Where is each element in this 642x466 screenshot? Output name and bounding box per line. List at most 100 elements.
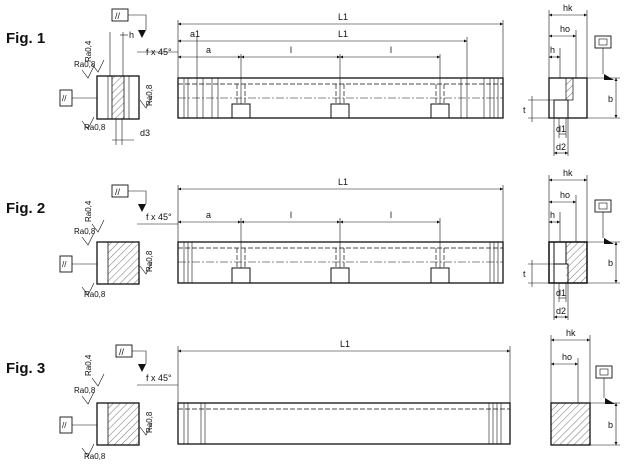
counterbore — [330, 103, 350, 119]
leader-line — [128, 14, 147, 30]
parallelism-symbol-side: // — [62, 94, 67, 103]
dim-t-label: t — [523, 105, 526, 115]
roughness-right-label: Ra0,8 — [145, 84, 154, 106]
dim-hk-label: hk — [566, 328, 576, 338]
bar-outline — [177, 402, 511, 445]
mounting-hole — [430, 84, 450, 119]
counterbore — [553, 263, 569, 284]
long-side-view: L1 L1 a1 a l l — [177, 12, 504, 119]
dim-d3-label: d3 — [140, 128, 150, 138]
parallelism-symbol: // — [115, 187, 121, 197]
right-end-view: hk ho h b t — [523, 168, 620, 320]
hatched-region — [566, 242, 587, 283]
roughness-left-label: Ra0,8 — [74, 386, 96, 395]
dim-h-label: h — [550, 210, 555, 220]
figure-2: Fig. 2 Ra0,4 // f x 45° Ra0,8 // Ra0,8 R… — [6, 168, 620, 320]
flatness-symbol — [599, 368, 609, 376]
roughness-right-symbol — [139, 95, 153, 109]
chamfer-label: f x 45° — [146, 373, 172, 383]
right-end-view: hk ho b — [550, 328, 620, 446]
hatched-region — [107, 241, 140, 285]
roughness-top-symbol — [91, 373, 105, 387]
dim-b-label: b — [608, 420, 613, 430]
roughness-right-label: Ra0,8 — [145, 250, 154, 272]
roughness-bottom-symbol — [81, 282, 95, 296]
counterbore — [430, 267, 450, 284]
dim-ho-label: ho — [560, 24, 570, 34]
flatness-symbol — [598, 38, 608, 46]
mounting-hole — [430, 248, 450, 284]
dim-d2-label: d2 — [556, 142, 566, 152]
flatness-frame — [594, 35, 612, 49]
roughness-left-label: Ra0,8 — [74, 227, 96, 236]
roughness-bottom-symbol — [81, 443, 95, 457]
roughness-bottom-label: Ra0,8 — [84, 290, 106, 299]
left-section-view: Ra0,4 // Ra0,8 // Ra0,8 Ra0,8 h f x 45° — [59, 8, 178, 145]
dim-l-2-label: l — [390, 210, 392, 220]
roughness-right-label: Ra0,8 — [145, 411, 154, 433]
dim-a-label: a — [206, 210, 211, 220]
counterbore — [553, 99, 569, 119]
hatched-region — [565, 77, 574, 101]
left-section-view: Ra0,4 // f x 45° Ra0,8 // Ra0,8 Ra0,8 — [59, 344, 178, 461]
counterbore — [231, 103, 251, 119]
roughness-right-symbol — [139, 422, 153, 436]
roughness-top-label: Ra0,4 — [84, 200, 93, 222]
dim-h-label: h — [129, 30, 134, 40]
roughness-bottom-symbol — [81, 116, 95, 130]
dim-l-1-label: l — [290, 45, 292, 55]
datum-triangle — [138, 204, 146, 212]
mounting-hole — [231, 84, 251, 119]
dim-t-label: t — [523, 269, 526, 279]
end-view-body — [550, 402, 591, 446]
roughness-bottom-label: Ra0,8 — [84, 123, 106, 132]
mounting-hole — [330, 84, 350, 119]
datum-triangle — [604, 238, 614, 244]
dim-b-label: b — [608, 94, 613, 104]
long-side-view: L1 a l l — [177, 177, 504, 284]
counterbore — [430, 103, 450, 119]
roughness-top-label: Ra0,4 — [84, 40, 93, 62]
parallelism-symbol-side: // — [62, 421, 67, 430]
left-section-view: Ra0,4 // f x 45° Ra0,8 // Ra0,8 Ra0,8 — [59, 184, 178, 299]
hatched-region — [107, 402, 140, 446]
dim-d2-label: d2 — [556, 306, 566, 316]
datum-triangle — [138, 30, 146, 38]
dim-a1-label: a1 — [190, 29, 200, 39]
figure-label: Fig. 2 — [6, 200, 45, 217]
leader-line — [128, 190, 147, 204]
parallelism-symbol: // — [115, 11, 121, 21]
dim-ho-label: ho — [562, 352, 572, 362]
dim-L1-total-label: L1 — [338, 177, 348, 187]
dim-hk-label: hk — [563, 168, 573, 178]
flatness-frame — [595, 365, 613, 379]
dim-hk-label: hk — [563, 3, 573, 13]
flatness-frame — [594, 199, 612, 213]
dim-a-label: a — [206, 45, 211, 55]
datum-triangle — [605, 398, 615, 404]
figure-1: Fig. 1 Ra0,4 // Ra0,8 // Ra0,8 Ra0,8 — [6, 3, 620, 156]
roughness-left-symbol — [81, 391, 95, 405]
dim-b-label: b — [608, 258, 613, 268]
mounting-hole — [231, 248, 251, 284]
figure-3: Fig. 3 Ra0,4 // f x 45° Ra0,8 // Ra0,8 R… — [6, 328, 620, 461]
flatness-symbol — [598, 202, 608, 210]
dim-L1-total-label: L1 — [338, 12, 348, 22]
mounting-hole — [330, 248, 350, 284]
parallelism-symbol-side: // — [62, 260, 67, 269]
leader-line — [132, 350, 147, 364]
right-end-view: hk ho h b t d1 — [523, 3, 620, 156]
dim-l-2-label: l — [390, 45, 392, 55]
roughness-bottom-label: Ra0,8 — [84, 452, 106, 461]
hatched-region — [111, 75, 125, 120]
dim-h-label: h — [550, 45, 555, 55]
dim-L1-inner-label: L1 — [338, 29, 348, 39]
datum-triangle — [604, 74, 614, 80]
roughness-right-symbol — [139, 261, 153, 275]
bore — [553, 241, 567, 265]
dim-ho-label: ho — [560, 190, 570, 200]
dim-d1-label: d1 — [556, 124, 566, 134]
datum-triangle — [138, 364, 146, 372]
counterbore — [231, 267, 251, 284]
